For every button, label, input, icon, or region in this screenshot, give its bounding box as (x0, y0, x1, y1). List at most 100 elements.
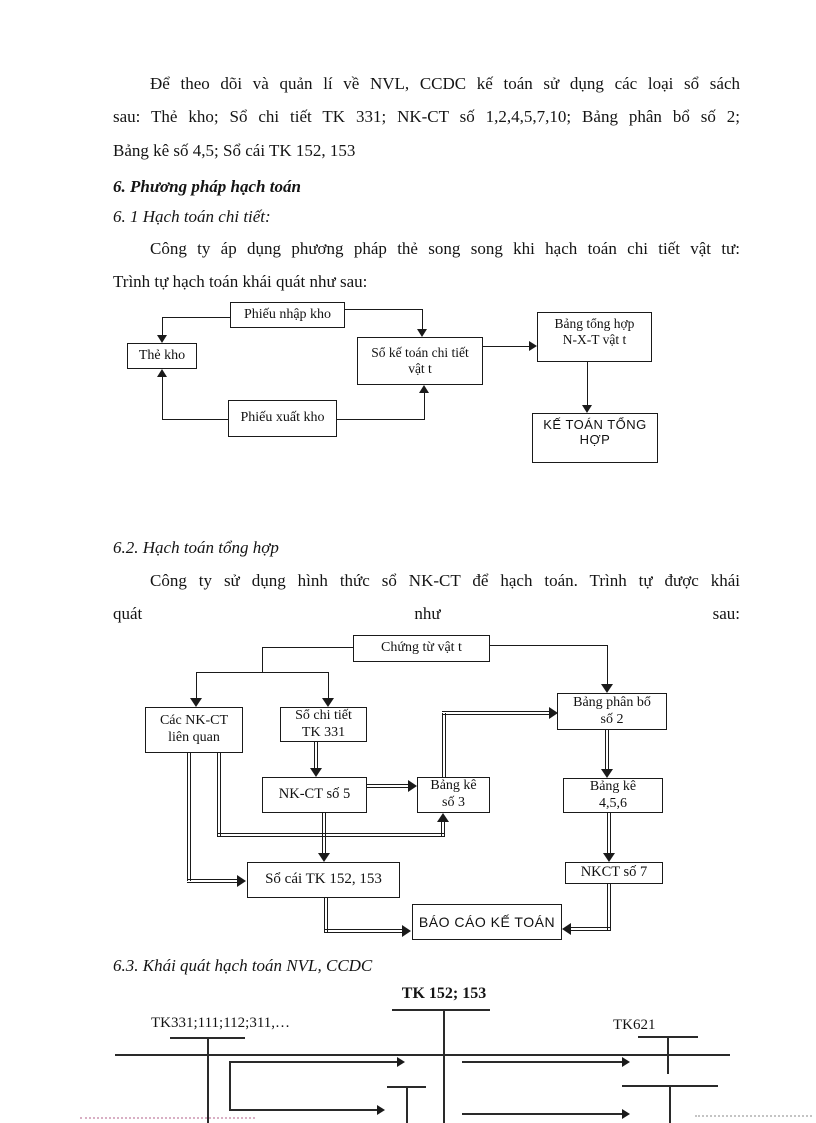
double-connector (217, 833, 445, 837)
arrowhead-right (397, 1057, 405, 1067)
bang-tong-hop-line-2: N-X-T vật t (562, 331, 627, 347)
arrowhead-right (549, 707, 558, 719)
entry-arrow-line (229, 1109, 377, 1111)
connector-line (483, 346, 529, 347)
t-account-stem (443, 1009, 445, 1123)
arrowhead-up (419, 385, 429, 393)
connector-line (337, 419, 425, 420)
connector-line (587, 362, 588, 405)
phieu-nhap-kho-box: Phiếu nhập kho (230, 302, 345, 328)
phieu-xuat-kho-label: Phiếu xuất kho (240, 410, 325, 426)
so-ke-toan-line-2: vật t (408, 361, 432, 376)
so-cai-box: Sổ cái TK 152, 153 (247, 862, 400, 898)
t-account-stem (669, 1085, 671, 1123)
the-kho-box: Thẻ kho (127, 343, 197, 369)
arrowhead-right (237, 875, 246, 887)
connector-line (196, 672, 328, 673)
spread-word-2: như (414, 604, 441, 623)
connector-line (490, 645, 607, 646)
bang-phan-bo-line-1: Bảng phân bổ (573, 694, 651, 710)
scan-artifact-dotted-line (80, 1117, 255, 1119)
arrowhead-down (318, 853, 330, 862)
arrowhead-right (408, 780, 417, 792)
double-connector (367, 784, 408, 788)
spread-word-3: sau: (712, 604, 740, 623)
arrowhead-down (310, 768, 322, 777)
paragraph-6-2-line-1: Công ty sử dụng hình thức sổ NK-CT để hạ… (150, 571, 740, 590)
arrowhead-right (402, 925, 411, 937)
arrowhead-down (417, 329, 427, 337)
arrowhead-down (322, 698, 334, 707)
arrowhead-down (157, 335, 167, 343)
bang-tong-hop-line-1: Bảng tổng hợp (554, 316, 635, 331)
connector-line (262, 647, 263, 672)
double-connector (607, 884, 611, 931)
connector-line (607, 645, 608, 684)
double-connector (324, 898, 328, 933)
entry-arrow-line (462, 1061, 622, 1063)
chung-tu-label: Chứng từ vật t (381, 640, 462, 656)
arrowhead-down (601, 769, 613, 778)
paragraph-6-1-line-1: Công ty áp dụng phương pháp thẻ song son… (150, 239, 740, 258)
phieu-xuat-kho-box: Phiếu xuất kho (228, 400, 337, 437)
double-connector (217, 753, 221, 837)
the-kho-label: Thẻ kho (138, 347, 186, 363)
nkct-so-5-box: NK-CT số 5 (262, 777, 367, 813)
so-chi-tiet-box: Sổ chi tiết TK 331 (280, 707, 367, 742)
connector-line (345, 309, 422, 310)
bang-phan-bo-box: Bảng phân bổ số 2 (557, 693, 667, 730)
phieu-nhap-kho-label: Phiếu nhập kho (243, 306, 332, 322)
connector-line (162, 419, 228, 420)
bao-cao-ke-toan-box: BÁO CÁO KẾ TOÁN (412, 904, 562, 940)
connector-line (162, 377, 163, 420)
double-connector (314, 742, 318, 769)
heading-6-3: 6.3. Khái quát hạch toán NVL, CCDC (113, 956, 373, 975)
connector-line (422, 309, 423, 329)
nkct-so-5-label: NK-CT số 5 (278, 786, 351, 803)
cac-nkct-line-1: Các NK-CT (159, 713, 229, 729)
t-account-stem (406, 1086, 408, 1123)
heading-6-2: 6.2. Hạch toán tổng hợp (113, 538, 279, 557)
double-connector (441, 821, 445, 837)
double-connector (187, 753, 191, 881)
so-ke-toan-chi-tiet-box: Sổ kế toán chi tiết vật t (357, 337, 483, 385)
double-connector (324, 929, 402, 933)
nkct-so-7-box: NKCT số 7 (565, 862, 663, 884)
nkct-so-7-label: NKCT số 7 (580, 864, 648, 881)
arrowhead-up (437, 813, 449, 822)
ledger-baseline (115, 1054, 730, 1056)
double-connector (571, 927, 611, 931)
entry-arrow-line (229, 1061, 397, 1063)
double-connector (607, 813, 611, 854)
ke-toan-tong-hop-line-1: KẾ TOÁN TỔNG (543, 417, 647, 432)
paragraph-1-line-3: Bảng kê số 4,5; Sổ cái TK 152, 153 (113, 141, 356, 160)
bang-ke-so-3-line-2: số 3 (442, 795, 465, 810)
cac-nkct-line-2: liên quan (168, 730, 220, 745)
arrowhead-left (562, 923, 571, 935)
bang-ke-456-box: Bảng kê 4,5,6 (563, 778, 663, 813)
t-account-stem (207, 1037, 209, 1123)
bang-ke-456-line-2: 4,5,6 (599, 795, 627, 811)
bang-phan-bo-line-2: số 2 (600, 711, 624, 727)
entry-arrow-line (462, 1113, 622, 1115)
bao-cao-ke-toan-label: BÁO CÁO KẾ TOÁN (418, 913, 556, 930)
double-connector (442, 713, 446, 777)
tk-621-label: TK621 (613, 1017, 656, 1033)
arrowhead-down (582, 405, 592, 413)
arrowhead-down (601, 684, 613, 693)
bracket-line (229, 1061, 231, 1111)
so-cai-label: Sổ cái TK 152, 153 (265, 871, 382, 888)
double-connector (442, 711, 549, 715)
connector-line (196, 672, 197, 698)
connector-line (424, 393, 425, 420)
heading-6-1: 6. 1 Hạch toán chi tiết: (113, 207, 271, 226)
double-connector (187, 879, 237, 883)
bang-tong-hop-box: Bảng tổng hợp N-X-T vật t (537, 312, 652, 362)
arrowhead-down (603, 853, 615, 862)
so-chi-tiet-line-2: TK 331 (301, 724, 346, 740)
bang-ke-so-3-box: Bảng kê số 3 (417, 777, 490, 813)
paragraph-1-line-2: sau: Thẻ kho; Sổ chi tiết TK 331; NK-CT … (113, 107, 740, 126)
connector-line (328, 672, 329, 698)
connector-line (162, 317, 230, 318)
